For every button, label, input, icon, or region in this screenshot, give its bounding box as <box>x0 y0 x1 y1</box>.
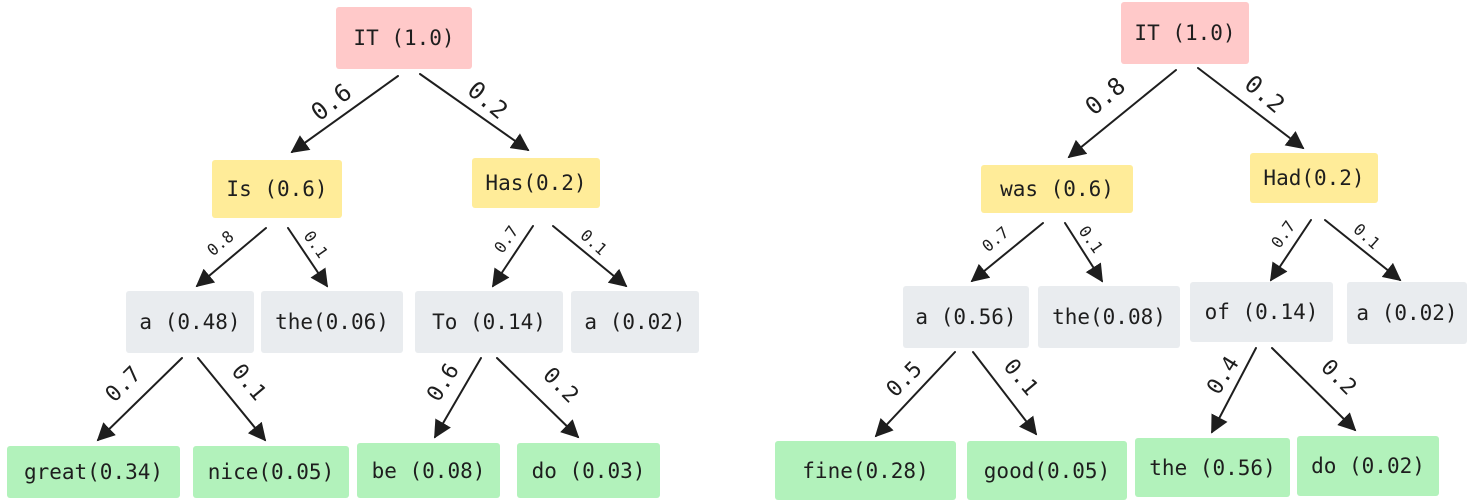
tree1-node-the-006: the(0.06) <box>261 291 403 353</box>
tree2-edge-had-a-label: 0.1 <box>1350 220 1384 253</box>
tree2-edge-a-fine <box>874 351 956 438</box>
tree1-edge-to-be <box>434 357 482 439</box>
tree1-edge-root-is-label: 0.6 <box>306 78 357 127</box>
tree2-edge-was-a <box>970 222 1044 283</box>
tree1-edge-root-is <box>290 75 399 154</box>
tree1-leaf-do: do (0.03) <box>517 443 660 498</box>
tree1-edge-a-nice <box>197 357 267 442</box>
tree1-edge-has-to <box>492 225 534 288</box>
tree2-edge-had-a <box>1324 219 1402 282</box>
tree2-edge-of-do-label: 0.2 <box>1315 355 1361 401</box>
tree1-edge-root-has-label: 0.2 <box>462 76 513 125</box>
tree2-edge-a-fine-label: 0.5 <box>882 357 928 403</box>
tree1-edge-is-a-label: 0.8 <box>203 227 237 260</box>
tree2-leaf-the-056: the (0.56) <box>1135 438 1290 497</box>
tree2-edge-was-the-label: 0.1 <box>1075 222 1107 257</box>
tree2-edge-a-good <box>972 351 1038 436</box>
tree2-leaf-good: good(0.05) <box>967 441 1127 500</box>
tree1-edge-is-the-label: 0.1 <box>300 227 332 262</box>
tree1-edge-is-the <box>287 227 329 288</box>
tree2-leaf-fine: fine(0.28) <box>775 441 956 500</box>
tree1-edge-to-do-label: 0.2 <box>537 363 583 409</box>
tree1-node-has: Has(0.2) <box>472 158 600 208</box>
tree1-edge-has-a-label: 0.1 <box>577 226 611 259</box>
tree2-edge-had-of <box>1270 219 1312 282</box>
tree1-edge-is-a <box>195 227 267 288</box>
tree1-edge-to-be-label: 0.6 <box>422 359 464 406</box>
tree2-edge-of-the-label: 0.4 <box>1202 352 1244 399</box>
tree2-edge-was-the <box>1064 222 1103 283</box>
tree1-node-a-002: a (0.02) <box>571 291 699 353</box>
tree2-edge-root-had <box>1197 67 1305 150</box>
tree1-edge-a-great <box>96 357 183 442</box>
tree2-edge-of-do <box>1271 347 1357 432</box>
tree2-node-a-056: a (0.56) <box>903 286 1029 348</box>
tree2-edge-of-the <box>1211 347 1257 434</box>
tree2-node-had: Had(0.2) <box>1250 153 1378 203</box>
tree2-node-of-014: of (0.14) <box>1190 282 1333 342</box>
tree2-edge-root-was <box>1067 69 1177 159</box>
tree1-edge-root-has <box>419 73 530 152</box>
tree1-leaf-nice: nice(0.05) <box>193 446 349 498</box>
tree1-node-a-048: a (0.48) <box>126 291 254 353</box>
tree2-node-the-008: the(0.08) <box>1038 286 1180 348</box>
tree2-root-node: IT (1.0) <box>1121 2 1249 64</box>
tree2-node-was: was (0.6) <box>981 165 1133 213</box>
tree1-node-to-014: To (0.14) <box>415 291 563 353</box>
tree2-node-a-002: a (0.02) <box>1347 282 1467 344</box>
tree1-node-is: Is (0.6) <box>212 160 342 218</box>
tree1-edge-to-do <box>496 357 580 439</box>
tree2-leaf-do-002: do (0.02) <box>1297 436 1439 496</box>
tree1-root-node: IT (1.0) <box>336 7 472 69</box>
tree2-edge-root-had-label: 0.2 <box>1239 70 1290 119</box>
tree1-edge-has-a <box>552 225 628 288</box>
tree1-leaf-great: great(0.34) <box>7 446 180 498</box>
tree1-leaf-be: be (0.08) <box>357 443 500 498</box>
tree1-edge-has-to-label: 0.7 <box>490 222 522 257</box>
